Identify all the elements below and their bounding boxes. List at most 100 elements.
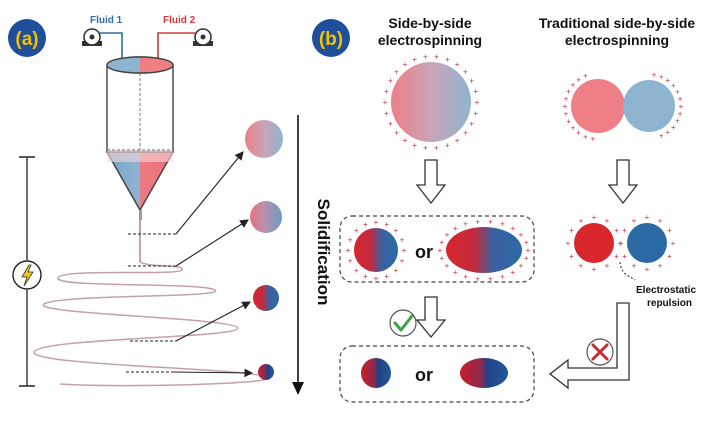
charge-mark: +	[667, 252, 672, 261]
charge-mark: +	[384, 272, 389, 281]
charge-mark: +	[393, 266, 398, 275]
charge-mark: +	[434, 144, 439, 153]
charge-mark: +	[618, 239, 623, 248]
col1-title-line1: Side-by-side	[388, 15, 471, 31]
charge-mark: +	[590, 135, 595, 144]
col1-title-line2: electrospinning	[378, 32, 482, 48]
charge-mark: +	[463, 129, 468, 138]
charge-mark: +	[354, 226, 359, 235]
charge-mark: +	[667, 226, 672, 235]
charge-mark: +	[354, 266, 359, 275]
check-icon	[389, 309, 417, 337]
charge-mark: +	[475, 98, 480, 107]
charge-mark: +	[439, 238, 444, 247]
charge-mark: +	[453, 224, 458, 233]
charge-mark: +	[346, 246, 351, 255]
charge-mark: +	[659, 132, 664, 141]
charge-mark: +	[679, 102, 684, 111]
charge-mark: +	[475, 275, 480, 284]
charge-mark: +	[463, 68, 468, 77]
charge-mark: +	[348, 235, 353, 244]
charge-mark: +	[469, 119, 474, 128]
charge-mark: +	[632, 262, 637, 271]
top-result-circle: ++++++++++++++++	[346, 218, 407, 283]
charge-mark: +	[622, 226, 627, 235]
charge-mark: +	[665, 76, 670, 85]
charge-mark: +	[412, 55, 417, 64]
result-box-top	[339, 215, 535, 283]
charge-mark: +	[445, 141, 450, 150]
fiber-sample-markers	[126, 233, 176, 373]
syringe	[105, 56, 175, 220]
charge-mark: +	[400, 257, 405, 266]
fluid-1-tube	[100, 32, 123, 58]
charge-mark: +	[678, 110, 683, 119]
charge-mark: +	[576, 129, 581, 138]
charge-mark: +	[605, 262, 610, 271]
bottom-result-circle	[361, 358, 391, 388]
charge-mark: +	[524, 238, 529, 247]
panel-a-badge: (a)	[8, 19, 46, 57]
down-arrow-col1-lower	[415, 296, 447, 339]
charge-mark: +	[403, 60, 408, 69]
traditional-droplets: ++++++++++++++++++++++++	[563, 70, 684, 143]
charge-mark: +	[423, 52, 428, 61]
col2-title-line2: electrospinning	[565, 32, 669, 48]
repulsion-line2: repulsion	[647, 298, 692, 309]
charge-mark: +	[384, 87, 389, 96]
charge-mark: +	[566, 239, 571, 248]
panel-b: (b) Side-by-side electrospinning Traditi…	[312, 15, 696, 403]
separated-droplets: ++++++++++++++++++++++++	[566, 213, 676, 274]
charge-mark: +	[614, 252, 619, 261]
charge-mark: +	[671, 81, 676, 90]
charge-mark: +	[519, 262, 524, 271]
charge-mark: +	[592, 213, 597, 222]
charge-mark: +	[473, 109, 478, 118]
charge-mark: +	[403, 136, 408, 145]
charge-mark: +	[388, 119, 393, 128]
charge-mark: +	[488, 217, 493, 226]
elbow-arrow	[548, 302, 630, 390]
charge-mark: +	[675, 117, 680, 126]
charge-mark: +	[583, 133, 588, 142]
charge-mark: +	[488, 275, 493, 284]
fluid-2-label: Fluid 2	[163, 15, 196, 26]
charge-mark: +	[659, 72, 664, 81]
charge-mark: +	[453, 268, 458, 277]
charge-mark: +	[434, 52, 439, 61]
charge-mark: +	[605, 217, 610, 226]
charge-mark: +	[412, 141, 417, 150]
charge-mark: +	[579, 262, 584, 271]
surface-charges: ++++++++++++++++++++++++++	[383, 52, 480, 152]
down-arrow-col2	[607, 159, 639, 205]
fluid-1-label: Fluid 1	[90, 15, 123, 26]
charge-mark: +	[463, 272, 468, 281]
charge-mark: +	[563, 102, 568, 111]
charge-mark: +	[510, 224, 515, 233]
charge-mark: +	[348, 257, 353, 266]
charge-mark: +	[579, 217, 584, 226]
pump-2-icon	[193, 28, 213, 46]
solidification-arrow	[292, 115, 304, 395]
charge-mark: +	[363, 272, 368, 281]
charge-mark: +	[675, 88, 680, 97]
svg-text:(a): (a)	[15, 29, 38, 50]
pump-1-icon	[82, 28, 102, 46]
fluid-2-tube	[157, 32, 195, 58]
charge-mark: +	[678, 95, 683, 104]
charge-mark: +	[473, 87, 478, 96]
side-by-side-droplet: ++++++++++++++++++++++++++	[383, 52, 480, 152]
charge-mark: +	[658, 217, 663, 226]
voltage-source	[12, 156, 42, 387]
charge-mark: +	[569, 226, 574, 235]
fiber-jet	[33, 220, 269, 387]
charge-mark: +	[571, 81, 576, 90]
charge-mark: +	[500, 272, 505, 281]
charge-mark: +	[632, 217, 637, 226]
col2-title-line1: Traditional side-by-side	[539, 15, 696, 31]
charge-mark: +	[388, 77, 393, 86]
charge-mark: +	[455, 136, 460, 145]
charge-mark: +	[583, 72, 588, 81]
charge-mark: +	[475, 217, 480, 226]
